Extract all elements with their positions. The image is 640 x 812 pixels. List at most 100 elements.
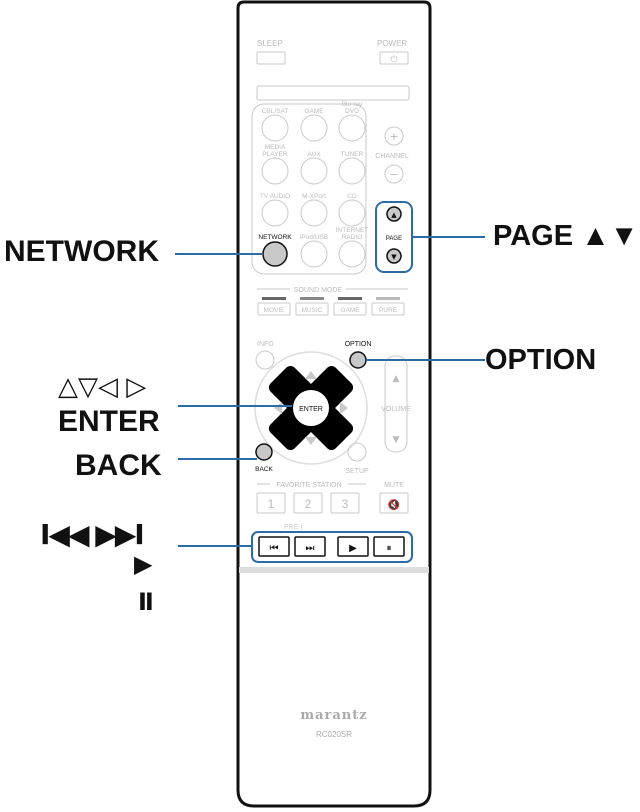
page-up-button[interactable]: [386, 206, 402, 222]
source-label-m-xport: M-XPort: [302, 193, 326, 200]
volume-down-icon: ▼: [393, 435, 400, 445]
sleep-label: SLEEP: [257, 39, 283, 48]
sleep-button[interactable]: [256, 51, 286, 65]
enter-button[interactable]: [291, 388, 331, 428]
play-icon: ▶: [349, 543, 357, 554]
channel-up-button[interactable]: [384, 126, 404, 146]
source-label-tv-audio: TV AUDIO: [260, 193, 290, 200]
source-button-media-player[interactable]: [261, 157, 289, 185]
sound-mode-indicator-game: [338, 297, 362, 300]
sound-mode-button-game[interactable]: [333, 302, 367, 316]
transport-buttons: ⏮⏭▶⏸: [258, 536, 405, 557]
sound-mode-indicator-music: [300, 297, 324, 300]
sound-mode-label-game: GAME: [340, 307, 360, 314]
setup-label: SETUP: [345, 468, 369, 475]
display-strip: [256, 85, 410, 101]
mute-label: MUTE: [384, 482, 404, 489]
favorite-button-1[interactable]: [256, 492, 286, 514]
source-label-network: NETWORK: [258, 234, 292, 241]
skip-callout: I◀◀ ▶▶I: [40, 518, 145, 551]
volume-label: VOLUME: [381, 406, 411, 413]
source-button-network[interactable]: [262, 241, 288, 267]
volume-rocker[interactable]: [384, 355, 408, 453]
pause-callout: II: [138, 588, 154, 616]
source-button-ipod-usb[interactable]: [300, 240, 328, 268]
source-button-internet-radio[interactable]: [338, 240, 366, 268]
channel-label: CHANNEL: [375, 153, 409, 160]
source-button-m-xport[interactable]: [300, 199, 328, 227]
previous-icon: ⏮: [270, 543, 279, 554]
network-callout: NETWORK: [4, 235, 159, 268]
plus-icon: +: [389, 130, 398, 143]
setup-button[interactable]: [347, 442, 367, 462]
source-label-internet-radio: INTERNET: [336, 227, 369, 234]
source-button-tuner[interactable]: [338, 157, 366, 185]
source-button-tv-audio[interactable]: [261, 199, 289, 227]
source-button-blu-ray-dvd[interactable]: [338, 114, 366, 142]
source-label-blu-ray-dvd: DVD: [345, 108, 359, 115]
source-label-ipod-usb: iPod/USB: [300, 234, 328, 241]
favorite-label-1: 1: [268, 497, 275, 511]
info-label: INFO: [257, 341, 274, 348]
cursor-callout: △▽◁ ▷: [58, 372, 147, 402]
source-button-game[interactable]: [300, 114, 328, 142]
power-button[interactable]: [379, 51, 409, 65]
sound-mode-label: SOUND MODE: [294, 287, 343, 294]
source-label-game: GAME: [304, 108, 324, 115]
next-icon: ⏭: [306, 543, 315, 554]
play-callout: ▶: [134, 550, 153, 578]
source-label-internet-radio: RADIO: [342, 234, 363, 241]
page-down-button[interactable]: [386, 248, 402, 264]
minus-icon: −: [389, 168, 398, 181]
mute-button[interactable]: [379, 492, 409, 514]
previous-track-button[interactable]: [258, 536, 290, 557]
info-button[interactable]: [255, 350, 275, 370]
source-panel: [251, 103, 367, 275]
favorite-station-label: FAVORITE STATION: [276, 482, 341, 489]
cursor-down-button[interactable]: [305, 437, 317, 445]
power-icon: ⏻: [390, 54, 397, 65]
dpad-ring: [254, 351, 368, 465]
sound-mode-button-music[interactable]: [295, 302, 329, 316]
sound-mode-button-movie[interactable]: [257, 302, 291, 316]
source-button-cbl-sat[interactable]: [261, 114, 289, 142]
enter-callout: ENTER: [58, 405, 160, 438]
mute-icon: 🔇: [388, 498, 400, 511]
source-label-media-player: PLAYER: [262, 151, 287, 158]
cursor-right-button[interactable]: [340, 402, 348, 414]
play-button[interactable]: [337, 536, 369, 557]
source-label-aux: AUX: [307, 151, 321, 158]
page-callout: PAGE ▲▼: [493, 220, 639, 252]
model-label: RC020SR: [316, 730, 352, 739]
source-label-cd: CD: [347, 193, 357, 200]
next-track-button[interactable]: [294, 536, 326, 557]
sound-mode-button-pure[interactable]: [371, 302, 405, 316]
back-button[interactable]: [255, 443, 273, 461]
cursor-up-button[interactable]: [305, 371, 317, 379]
back-callout: BACK: [75, 449, 162, 482]
sound-mode-label-music: MUSIC: [302, 307, 323, 314]
source-button-aux[interactable]: [300, 157, 328, 185]
brand-logo: marantz: [300, 708, 367, 723]
source-label-blu-ray-dvd: Blu-ray: [342, 101, 363, 108]
sound-mode-label-pure: PURE: [379, 307, 398, 314]
option-label: OPTION: [345, 341, 372, 348]
channel-down-button[interactable]: [384, 164, 404, 184]
source-label-cbl-sat: CBL/SAT: [262, 108, 289, 115]
favorite-label-2: 2: [305, 497, 312, 511]
pause-button[interactable]: [373, 536, 405, 557]
page-label: PAGE: [386, 236, 402, 242]
favorite-button-3[interactable]: [330, 492, 360, 514]
power-label: POWER: [377, 39, 407, 48]
triangle-down-icon: ▼: [391, 253, 397, 261]
source-label-media-player: MEDIA: [265, 144, 286, 151]
option-button[interactable]: [349, 351, 367, 369]
sound-mode-indicator-movie: [262, 297, 286, 300]
sound-mode-indicator-pure: [376, 297, 400, 300]
source-button-cd[interactable]: [338, 199, 366, 227]
favorite-button-2[interactable]: [293, 492, 323, 514]
